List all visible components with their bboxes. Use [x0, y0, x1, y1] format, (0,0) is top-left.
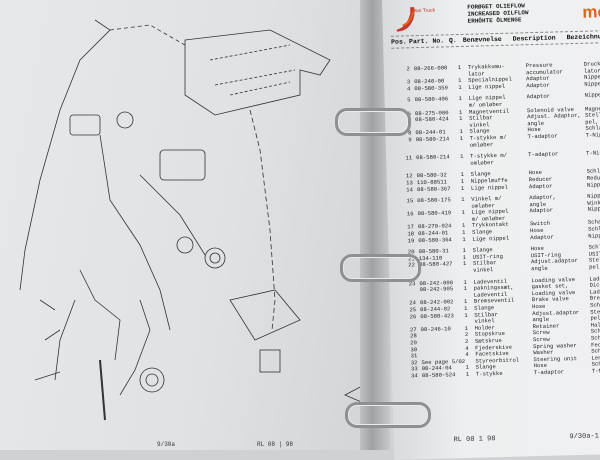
cell-desc: Adaptor: [530, 233, 554, 241]
section-titles: FORØGET OLIEFLOW INCREASED OILFLOW ERHÖH…: [467, 2, 529, 25]
col-bezeichnung: Bezeichnung: [566, 33, 600, 42]
cell-name: Lige nippel: [468, 82, 506, 91]
cell-pos: 19: [407, 236, 415, 245]
cell-name: omløber: [469, 140, 494, 149]
cell-qty: 1: [460, 184, 465, 192]
cell-pos: 34: [411, 372, 418, 380]
cell-qty: [460, 160, 470, 167]
cell-part: [419, 268, 463, 276]
cell-desc: [528, 157, 586, 165]
cell-desc: angle: [530, 264, 548, 273]
cell-part: 08-580-359: [414, 84, 448, 92]
cell-bez: Nippel: [586, 180, 600, 189]
logo-text: Dan Truck: [412, 7, 436, 15]
brand-name: mod: [582, 1, 600, 22]
title-german: ERHÖHTE ÖLMENGE: [467, 16, 522, 25]
cell-bez: [586, 156, 600, 164]
cell-qty: [463, 268, 473, 275]
right-page-number: 9/30a-1: [569, 432, 600, 442]
cell-desc: Adaptor: [528, 182, 553, 190]
cell-name: omløber: [470, 158, 494, 167]
cell-desc: T-adaptor: [533, 368, 565, 377]
left-page-hydraulic-diagram: 9/30a RL 08 | 98: [0, 0, 372, 450]
cell-bez: pel, Winkel: [588, 263, 600, 271]
left-page-number: 9/30a: [157, 441, 176, 448]
cell-bez: [586, 138, 600, 146]
right-revision-code: RL 08 1 98: [453, 435, 496, 445]
cell-qty: 1: [465, 370, 470, 378]
left-revision-code: RL 08 | 98: [257, 441, 294, 448]
binder-ring-3: [345, 402, 431, 428]
col-name: Benævnelse: [462, 35, 502, 44]
cell-part: 08-580-364: [418, 235, 452, 244]
cell-desc: [528, 139, 586, 147]
right-page-parts-list: Dan Truck FORØGET OLIEFLOW INCREASED OIL…: [382, 0, 600, 460]
parts-table-header: Pos. Part. No. Q. Benævnelse Description…: [390, 30, 600, 49]
exploded-parts-drawing: [19, 19, 372, 421]
binder-ring-2: [340, 254, 421, 282]
cell-qty: 1: [458, 83, 462, 91]
cell-part: 08-580-524: [421, 371, 456, 380]
col-pos: Pos.: [391, 38, 407, 46]
cell-name: Lige nippel: [472, 234, 510, 243]
cell-part: [416, 143, 460, 151]
cell-qty: 1: [462, 235, 466, 243]
cell-bez: Nippel: [588, 231, 600, 240]
col-qty: Q.: [448, 37, 457, 45]
cell-pos: 4: [406, 85, 411, 93]
cell-pos: 14: [406, 185, 414, 193]
binder-ring-1: [335, 108, 411, 136]
cell-bez: Nippel: [584, 79, 600, 88]
dan-truck-logo: [396, 7, 416, 32]
cell-pos: [400, 162, 412, 169]
col-part-no: Part. No.: [408, 37, 445, 46]
cell-bez: T-Nippel: [591, 366, 600, 375]
cell-part: 08-580-367: [416, 184, 451, 193]
cell-pos: [400, 144, 412, 151]
cell-part: [416, 161, 460, 169]
cell-qty: [460, 142, 470, 149]
cell-name: vinkel: [473, 266, 494, 274]
cell-name: Lige nippel: [470, 183, 508, 192]
cell-name: T-stykke: [475, 369, 503, 378]
col-description: Description: [512, 34, 556, 43]
cell-desc: Adaptor: [526, 81, 550, 90]
